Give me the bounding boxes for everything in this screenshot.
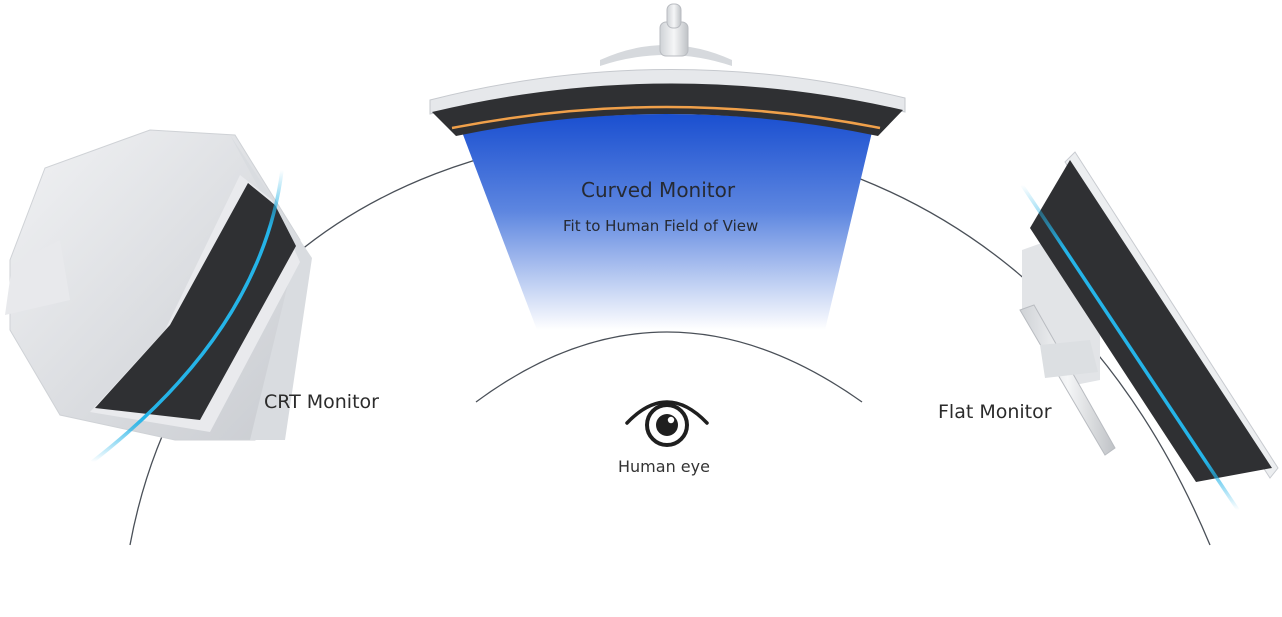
curved-monitor: [429, 69, 906, 136]
curved-monitor-highlight: [451, 105, 881, 130]
field-of-view-cone: [462, 114, 872, 330]
eye-arc: [475, 331, 863, 403]
flat-screen: [1030, 160, 1272, 482]
crt-screen-highlight: [90, 169, 284, 464]
crt-monitor: [5, 129, 312, 464]
flat-monitor: [1019, 151, 1279, 511]
crt-monitor-label: CRT Monitor: [264, 391, 379, 413]
curved-monitor-title: Curved Monitor: [581, 178, 736, 202]
crt-screen: [95, 183, 296, 420]
curved-monitor-subtitle: Fit to Human Field of View: [563, 217, 759, 235]
flat-screen-highlight: [1020, 184, 1240, 511]
curved-monitor-stand: [600, 3, 732, 66]
eye-icon: [625, 400, 709, 447]
human-eye-label: Human eye: [618, 457, 710, 476]
flat-monitor-label: Flat Monitor: [938, 401, 1052, 423]
